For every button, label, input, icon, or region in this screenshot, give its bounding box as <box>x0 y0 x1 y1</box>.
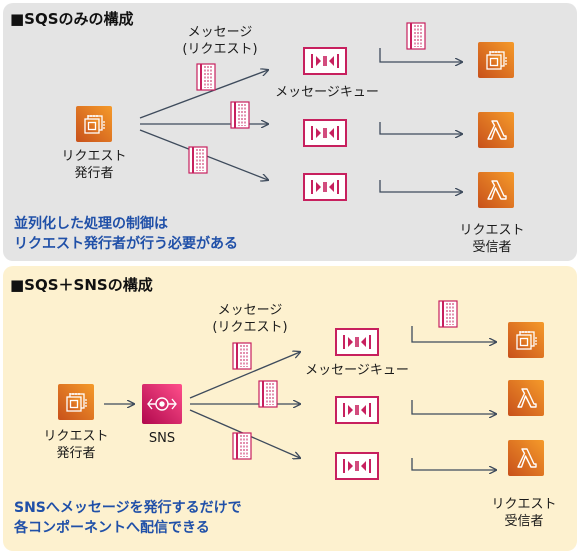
sqs-sns-note: SNSへメッセージを発行するだけで 各コンポーネントへ配信できる <box>14 498 242 538</box>
receiver-ec2-icon <box>508 322 544 358</box>
queue-label: メッセージキュー <box>305 363 409 378</box>
publisher-label: リクエスト 発行者 <box>36 428 116 462</box>
sns-label: SNS <box>148 431 176 446</box>
message-label-line2: (リクエスト) <box>212 320 288 335</box>
message-label-line1: メッセージ <box>187 25 253 40</box>
sqs-section-publisher-ec2-icon <box>76 106 112 142</box>
receiver-label: リクエスト 受信者 <box>484 496 564 530</box>
message-icon <box>406 22 426 50</box>
message-icon <box>438 300 458 328</box>
queue-to-receiver-arrow <box>411 458 496 470</box>
receiver-lambda-icon <box>478 172 514 208</box>
message-icon <box>232 432 252 460</box>
queue-to-receiver-arrow <box>379 180 462 192</box>
sns-icon <box>142 384 182 424</box>
sqs-queue-icon <box>303 47 347 75</box>
receiver-label-line1: リクエスト <box>491 497 557 512</box>
sqs-sns-panel <box>3 266 577 551</box>
queue-to-receiver-arrow <box>379 48 462 62</box>
fanout-arrow-1 <box>139 70 268 119</box>
sqs-queue-icon <box>335 396 379 424</box>
note-line2: 各コンポーネントへ配信できる <box>14 520 210 536</box>
queue-label: メッセージキュー <box>275 85 379 100</box>
sqs-queue-icon <box>335 452 379 480</box>
queue-to-receiver-arrow <box>411 326 496 342</box>
note-line1: SNSへメッセージを発行するだけで <box>14 500 242 516</box>
note-line2: リクエスト発行者が行う必要がある <box>14 236 238 252</box>
receiver-lambda-icon <box>508 380 544 416</box>
publisher-label: リクエスト 発行者 <box>54 148 134 182</box>
publisher-label-line1: リクエスト <box>43 429 109 444</box>
note-line1: 並列化した処理の制御は <box>14 216 168 232</box>
message-icon <box>232 342 252 370</box>
receiver-label-line2: 受信者 <box>504 514 544 529</box>
sqs-queue-icon <box>303 119 347 147</box>
message-label: メッセージ (リクエスト) <box>170 24 270 58</box>
message-label-line1: メッセージ <box>217 303 283 318</box>
receiver-lambda-icon <box>508 440 544 476</box>
message-icon <box>188 146 208 174</box>
message-icon <box>196 63 216 91</box>
sqs-only-title: ■SQSのみの構成 <box>10 10 134 28</box>
receiver-label-line2: 受信者 <box>472 240 512 255</box>
message-label: メッセージ (リクエスト) <box>200 302 300 336</box>
message-label-line2: (リクエスト) <box>182 42 258 57</box>
publisher-label-line1: リクエスト <box>61 149 127 164</box>
sqs-only-note: 並列化した処理の制御は リクエスト発行者が行う必要がある <box>14 214 238 254</box>
publisher-label-line2: 発行者 <box>56 446 96 461</box>
queue-to-receiver-arrow <box>379 122 462 134</box>
sns-section-publisher-ec2-icon <box>58 384 94 420</box>
sqs-queue-icon <box>335 328 379 356</box>
receiver-label-line1: リクエスト <box>459 223 525 238</box>
receiver-label: リクエスト 受信者 <box>452 222 532 256</box>
receiver-lambda-icon <box>478 112 514 148</box>
sqs-sns-title: ■SQS＋SNSの構成 <box>10 276 153 294</box>
receiver-ec2-icon <box>478 42 514 78</box>
publisher-label-line2: 発行者 <box>74 166 114 181</box>
sns-fanout-arrow-1 <box>189 352 300 399</box>
sqs-queue-icon <box>303 173 347 201</box>
message-icon <box>230 101 250 129</box>
message-icon <box>258 380 278 408</box>
queue-to-receiver-arrow <box>411 400 496 414</box>
